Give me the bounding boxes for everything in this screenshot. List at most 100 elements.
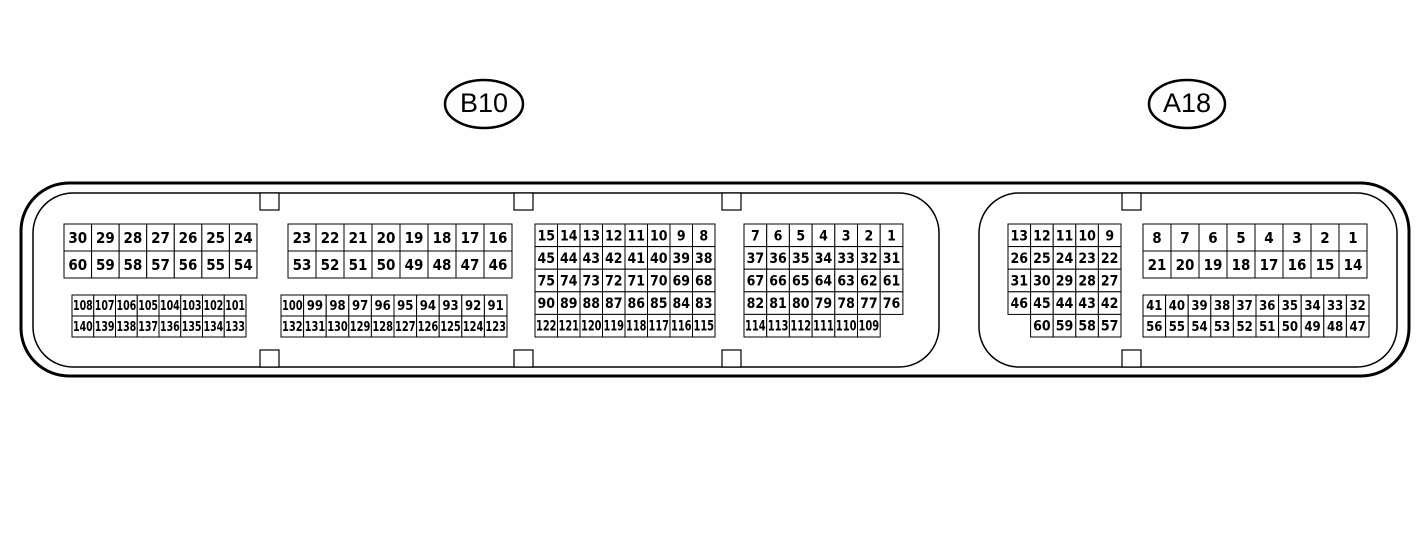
pin-cell — [1142, 223, 1172, 252]
pin-number: 27 — [1101, 274, 1119, 290]
pin-number: 31 — [883, 251, 901, 267]
pin-cell — [1226, 223, 1256, 252]
pin-number: 12 — [605, 228, 623, 244]
pin-number: 140 — [73, 320, 93, 335]
pin-number: 93 — [442, 299, 458, 314]
pin-number: 3 — [1292, 229, 1301, 247]
pin-number: 122 — [536, 319, 557, 335]
pin-cell — [1170, 223, 1200, 252]
pin-number: 34 — [1304, 299, 1320, 314]
pin-number: 22 — [1101, 251, 1119, 267]
pin-cell — [315, 223, 345, 252]
pin-number: 30 — [1033, 274, 1051, 290]
pin-number: 10 — [650, 228, 668, 244]
pin-number: 11 — [1056, 228, 1074, 244]
pin-number: 123 — [485, 320, 506, 335]
pin-number: 20 — [377, 229, 396, 247]
pin-number: 18 — [1232, 256, 1251, 274]
pin-number: 96 — [375, 299, 391, 314]
pin-number: 36 — [769, 251, 787, 267]
pin-number: 15 — [537, 228, 555, 244]
pin-number: 134 — [203, 320, 223, 335]
pin-number: 90 — [537, 296, 555, 312]
pin-number: 4 — [819, 228, 828, 244]
pin-number: 21 — [1148, 256, 1167, 274]
pin-cell — [1254, 250, 1284, 279]
pin-number: 115 — [694, 319, 715, 335]
pin-number: 116 — [671, 319, 692, 335]
pin-cell — [371, 223, 401, 252]
pin-number: 74 — [560, 274, 578, 290]
pin-number: 8 — [1152, 229, 1161, 247]
pin-number: 57 — [1101, 319, 1119, 335]
pin-number: 95 — [397, 299, 413, 314]
pin-number: 38 — [1214, 299, 1230, 314]
pin-number: 23 — [293, 229, 312, 247]
pin-number: 89 — [560, 296, 578, 312]
pin-number: 46 — [1011, 296, 1029, 312]
pin-number: 81 — [769, 296, 787, 312]
pin-number: 38 — [695, 251, 713, 267]
pin-number: 124 — [463, 320, 484, 335]
pin-cell — [343, 250, 373, 279]
pin-cell — [1345, 315, 1370, 338]
pin-number: 35 — [792, 251, 810, 267]
pin-cell — [455, 223, 485, 252]
pin-number: 60 — [1033, 319, 1051, 335]
pin-number: 108 — [73, 299, 93, 314]
pin-number: 104 — [160, 299, 180, 314]
pin-number: 5 — [1236, 229, 1245, 247]
locking-tab — [513, 349, 534, 368]
pin-number: 41 — [1146, 299, 1162, 314]
pin-number: 29 — [96, 229, 115, 247]
pin-number: 53 — [1214, 320, 1230, 335]
pin-number: 46 — [489, 256, 508, 274]
pin-number: 43 — [582, 251, 600, 267]
pin-number: 22 — [321, 229, 340, 247]
pin-number: 24 — [1056, 251, 1074, 267]
pin-cell — [399, 250, 429, 279]
pin-number: 59 — [96, 256, 115, 274]
pin-cell — [1142, 250, 1172, 279]
pin-number: 64 — [815, 274, 833, 290]
pin-number: 54 — [1191, 320, 1207, 335]
pin-number: 68 — [695, 274, 713, 290]
pin-number: 111 — [813, 319, 834, 335]
pin-number: 80 — [792, 296, 810, 312]
pin-number: 15 — [1316, 256, 1335, 274]
a18-label-ellipse — [1147, 78, 1227, 130]
pin-cell — [1338, 223, 1368, 252]
pin-number: 126 — [418, 320, 439, 335]
pin-cell — [63, 223, 93, 252]
pin-number: 4 — [1264, 229, 1273, 247]
pin-number: 47 — [1350, 320, 1366, 335]
pin-number: 5 — [796, 228, 805, 244]
pin-number: 1 — [887, 228, 896, 244]
pin-number: 17 — [461, 229, 480, 247]
pin-cell — [1097, 313, 1122, 338]
pin-number: 97 — [352, 299, 368, 314]
pin-number: 58 — [124, 256, 143, 274]
locking-tab — [721, 349, 742, 368]
pin-number: 98 — [329, 299, 345, 314]
pin-cell — [371, 250, 401, 279]
locking-tab — [259, 349, 280, 368]
pin-number: 110 — [836, 319, 857, 335]
pin-number: 138 — [116, 320, 136, 335]
pin-number: 34 — [815, 251, 833, 267]
pin-number: 37 — [747, 251, 765, 267]
pin-number: 125 — [440, 320, 461, 335]
pin-number: 133 — [225, 320, 245, 335]
pin-cell — [228, 250, 258, 279]
pin-number: 128 — [372, 320, 393, 335]
pin-number: 55 — [1169, 320, 1185, 335]
locking-tab — [259, 192, 280, 211]
pin-number: 20 — [1176, 256, 1195, 274]
pin-number: 105 — [138, 299, 158, 314]
pin-number: 53 — [293, 256, 312, 274]
pin-number: 57 — [151, 256, 170, 274]
pin-number: 29 — [1056, 274, 1074, 290]
pin-cell — [146, 250, 175, 279]
